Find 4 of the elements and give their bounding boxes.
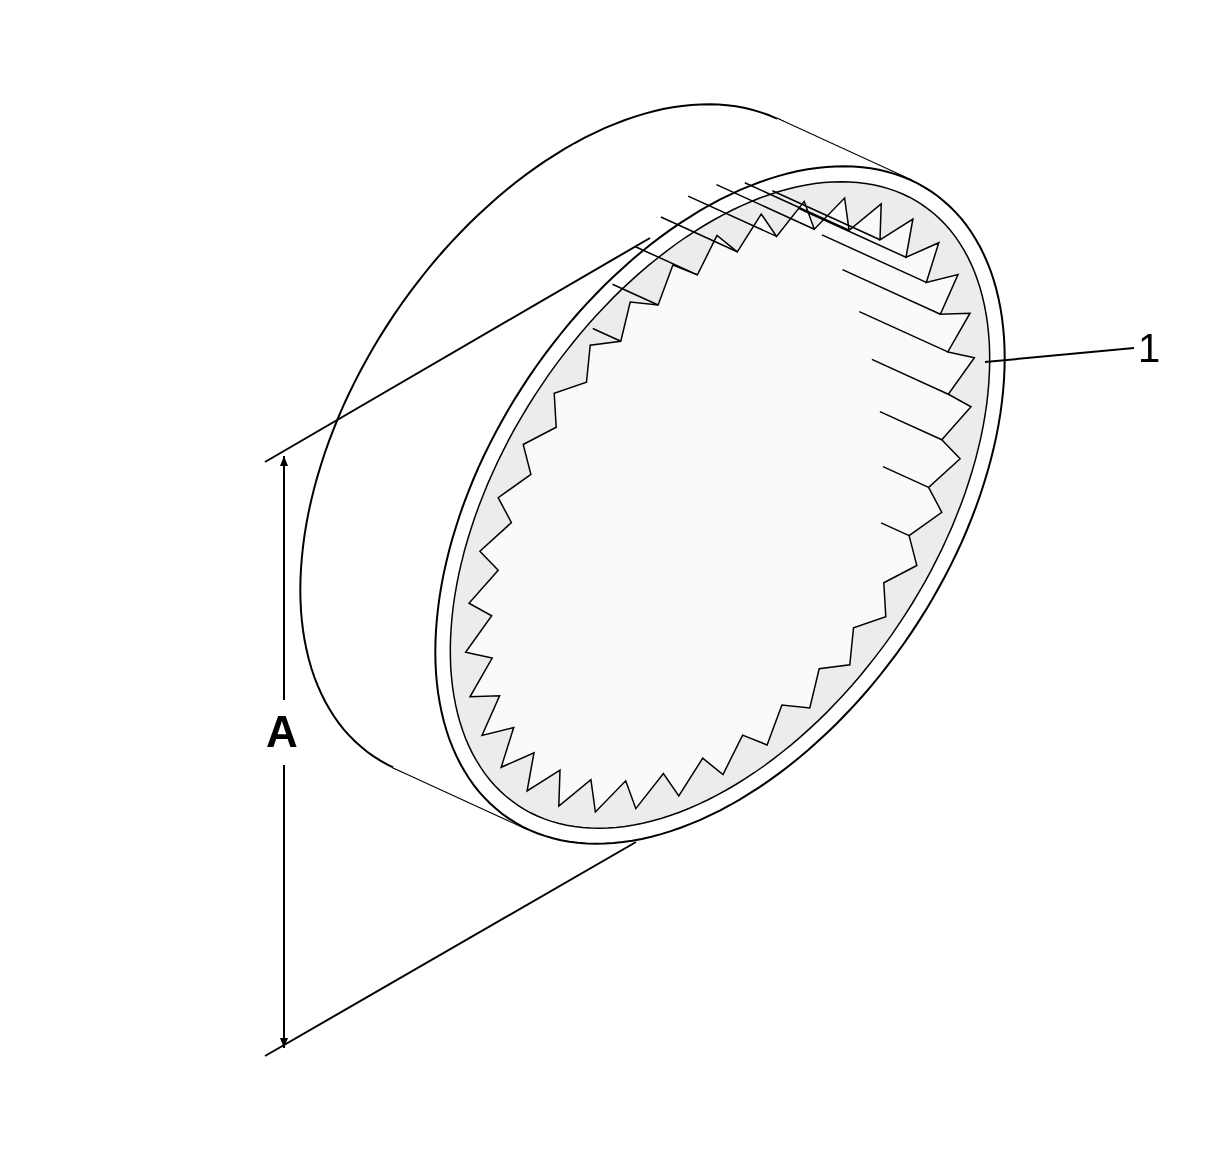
internal-gear-ring-drawing	[299, 103, 1006, 845]
dimension-label: A	[266, 712, 298, 752]
leader-line	[984, 347, 1135, 363]
callout-number: 1	[1138, 328, 1161, 368]
